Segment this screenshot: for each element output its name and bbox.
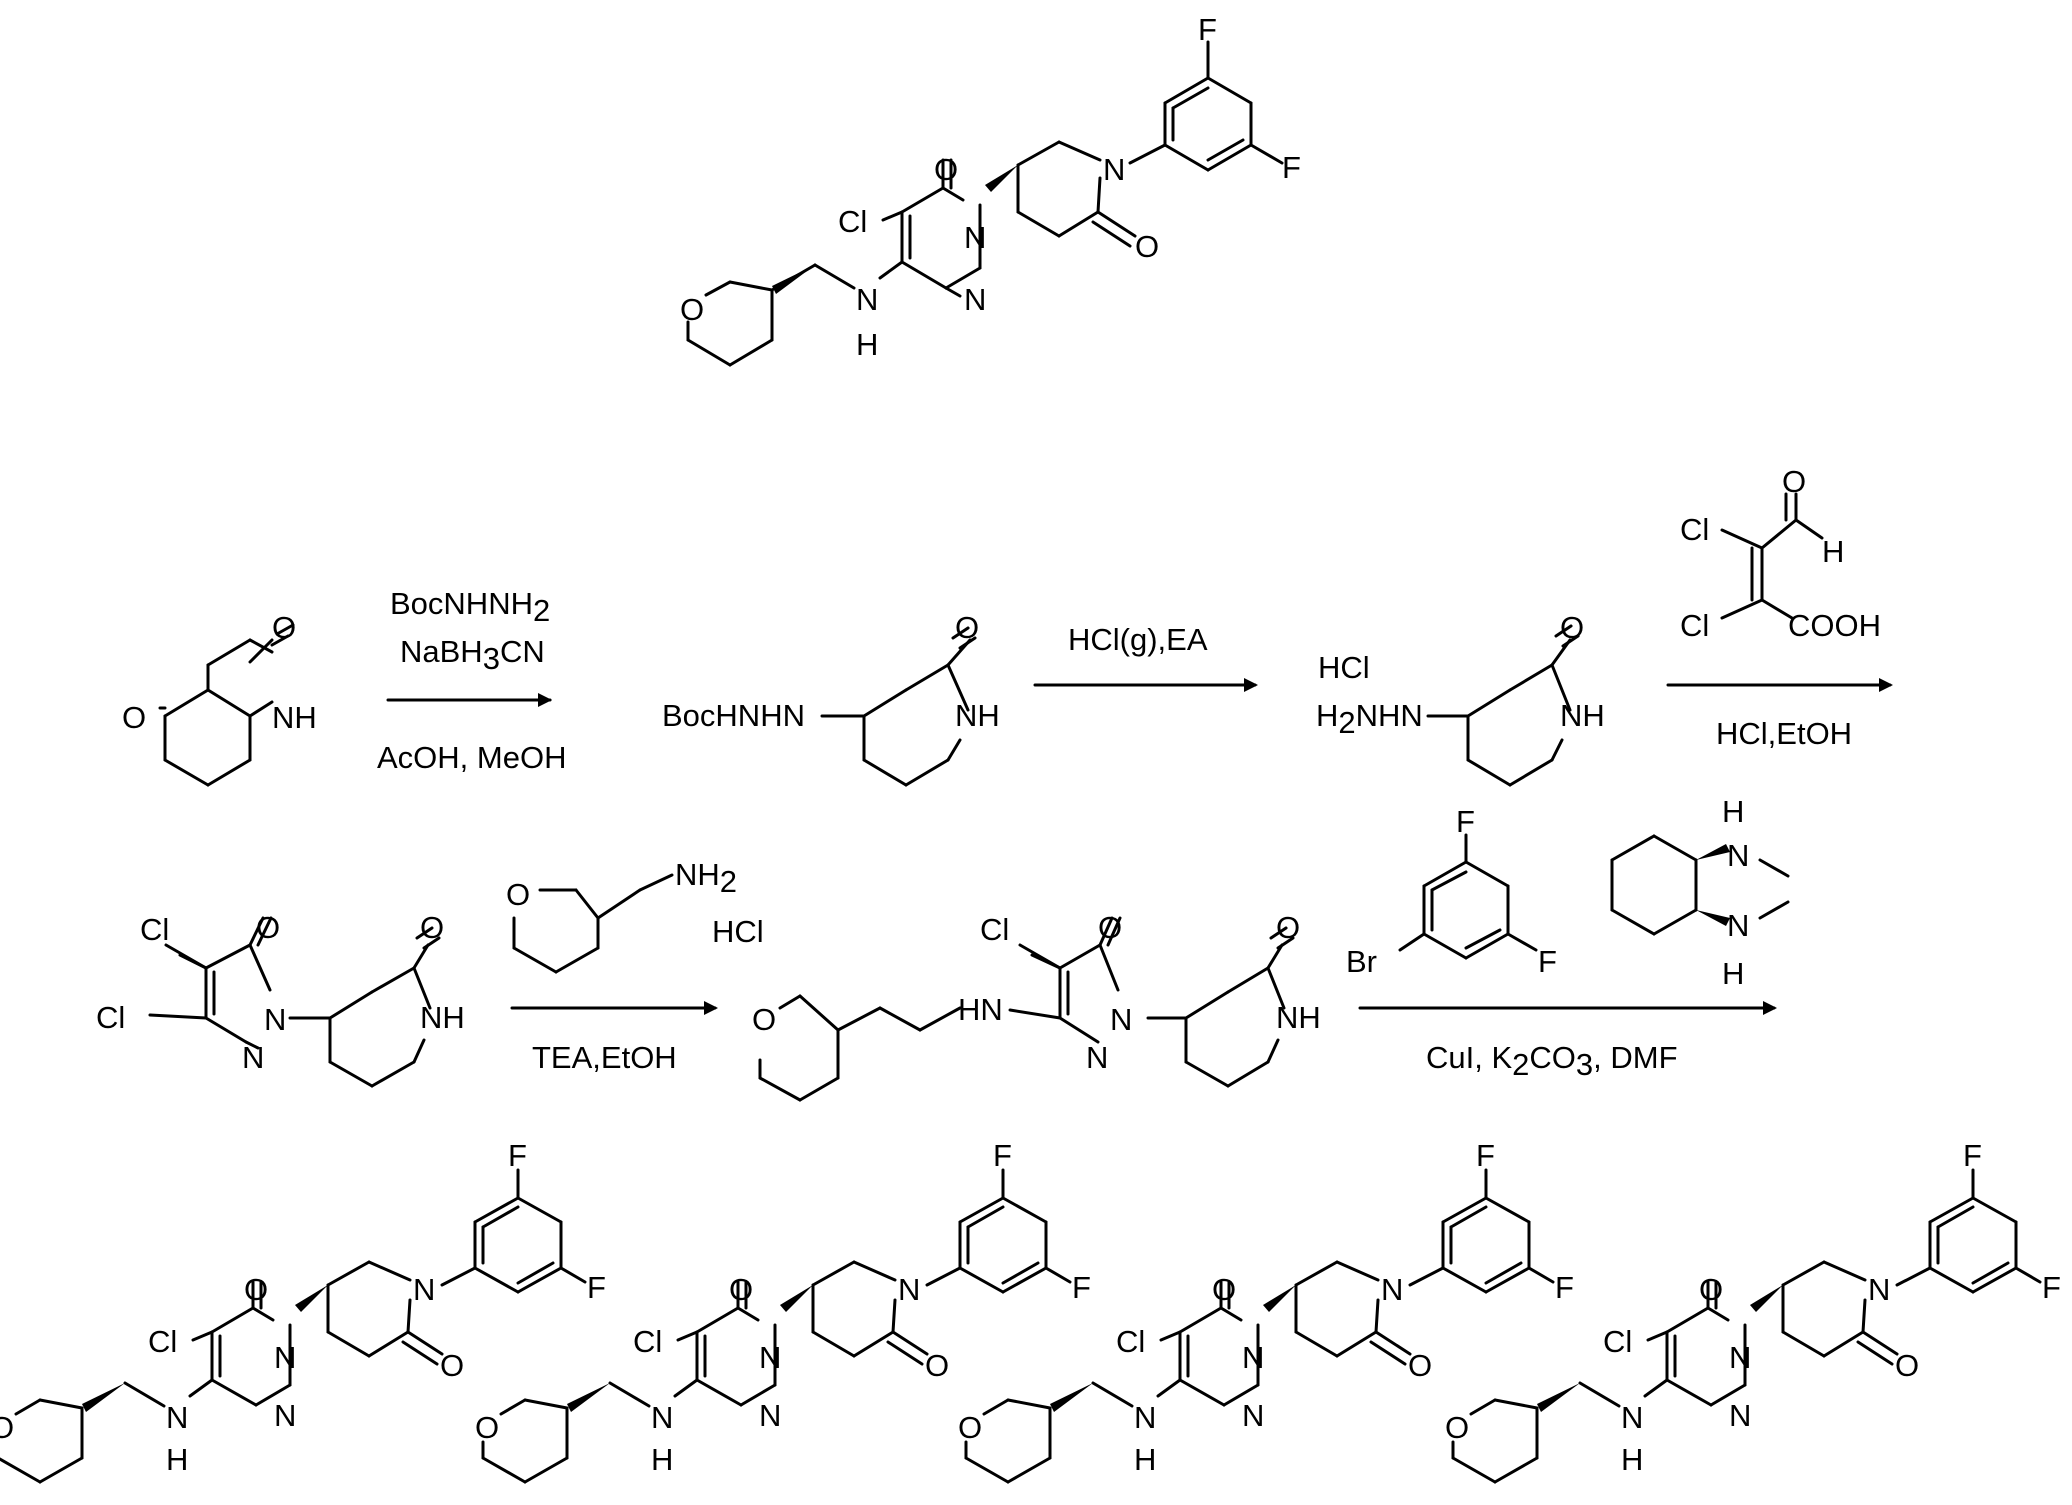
dimethylcyclohexanediamine (1612, 836, 1788, 934)
product-stereoisomer-2 (475, 1138, 1091, 1482)
oxygen-label: O (752, 1002, 776, 1037)
hcl-label: HCl (712, 914, 764, 949)
oxygen-label: O (1560, 610, 1584, 645)
oxygen-label: O (934, 152, 958, 187)
product-stereoisomer-1 (0, 1138, 606, 1482)
chlorine-label: Cl (838, 204, 867, 239)
nh-label: NH (955, 698, 1000, 733)
nitrogen-label: N (964, 282, 986, 317)
cooh-label: COOH (1788, 608, 1881, 643)
nitrogen-label: N (856, 282, 878, 317)
chlorine-label: Cl (96, 1000, 125, 1035)
reagent-label: CuI, K2CO3, DMF (1426, 1040, 1678, 1082)
piperidinone-ring (822, 628, 975, 785)
stereo-hash-bond (1696, 910, 1730, 926)
intermediate-molecule (760, 918, 1293, 1100)
arrowhead (1879, 678, 1893, 692)
oxygen-label: O (506, 877, 530, 912)
chlorine-label: Cl (140, 912, 169, 947)
oxygen-label: O (680, 292, 704, 327)
oxygen-label: O (272, 610, 296, 645)
oxygen-label: O (1098, 910, 1122, 945)
reagent-label: AcOH, MeOH (377, 740, 566, 775)
product-stereoisomer-4 (1445, 1138, 2061, 1482)
nitrogen-label: N (1727, 908, 1749, 943)
chlorine-label: Cl (980, 912, 1009, 947)
reagent-label: BocNHNH2 (390, 586, 550, 628)
reagent-label: NaBH3CN (400, 634, 545, 676)
reagent-label: HCl(g),EA (1068, 622, 1208, 657)
mucochloric-acid (1722, 494, 1822, 618)
oxygen-label: O (1276, 910, 1300, 945)
fluorine-label: F (1456, 804, 1475, 839)
piperidinone-ring (290, 928, 439, 1086)
hydrogen-label: H (1722, 956, 1744, 991)
hydrogen-label: H (856, 327, 878, 362)
stereo-wedge-bond (772, 265, 815, 294)
oxygen-label: O (955, 610, 979, 645)
hydrogen-label: H (1822, 534, 1844, 569)
arrowhead (538, 693, 552, 707)
fluorine-label: F (1538, 944, 1557, 979)
nitrogen-label: N (1727, 838, 1749, 873)
oxygen-label: O (1135, 229, 1159, 264)
oxygen-label: O (420, 910, 444, 945)
hydrogen-label: H (1722, 794, 1744, 829)
nitrogen-label: N (964, 220, 986, 255)
nitrogen-label: N (264, 1002, 286, 1037)
reagent-label: HCl,EtOH (1716, 716, 1852, 751)
target-molecule: F F N O O (680, 12, 1301, 365)
oxygen-label: O (122, 700, 146, 735)
hcl-label: HCl (1318, 650, 1370, 685)
nitrogen-label: N (1103, 152, 1125, 187)
nh-label: NH (1276, 1000, 1321, 1035)
arrowhead (1244, 678, 1258, 692)
bromodifluorobenzene (1400, 835, 1536, 958)
arrowhead (1763, 1001, 1777, 1015)
fluorine-label: F (1282, 150, 1301, 185)
piperidinone-ring (1428, 626, 1578, 785)
nh-label: NH (1560, 698, 1605, 733)
hn-label: HN (958, 992, 1003, 1027)
nitrogen-label: N (242, 1040, 264, 1075)
oxygen-label: O (1782, 464, 1806, 499)
oxygen-label: O (256, 910, 280, 945)
product-stereoisomer-3 (958, 1138, 1574, 1482)
stereo-hash-bond (985, 165, 1018, 192)
difluorophenyl-ring (1165, 42, 1282, 170)
boc-hydrazine-label: BocHNHN (662, 698, 805, 733)
nh-label: NH (272, 700, 317, 735)
hydrazine-label: H2NHN (1316, 698, 1423, 740)
bromine-label: Br (1346, 944, 1377, 979)
chlorine-label: Cl (1680, 608, 1709, 643)
nitrogen-label: N (1110, 1002, 1132, 1037)
nitrogen-label: N (1086, 1040, 1108, 1075)
stereo-wedge-bond (1696, 844, 1730, 860)
chlorine-label: Cl (1680, 512, 1709, 547)
nh-label: NH (420, 1000, 465, 1035)
reagent-label: TEA,EtOH (532, 1040, 677, 1075)
fluorine-label: F (1198, 12, 1217, 47)
arrowhead (704, 1001, 718, 1015)
oxanylmethanamine (514, 875, 672, 972)
amine-label: NH2 (675, 857, 737, 899)
